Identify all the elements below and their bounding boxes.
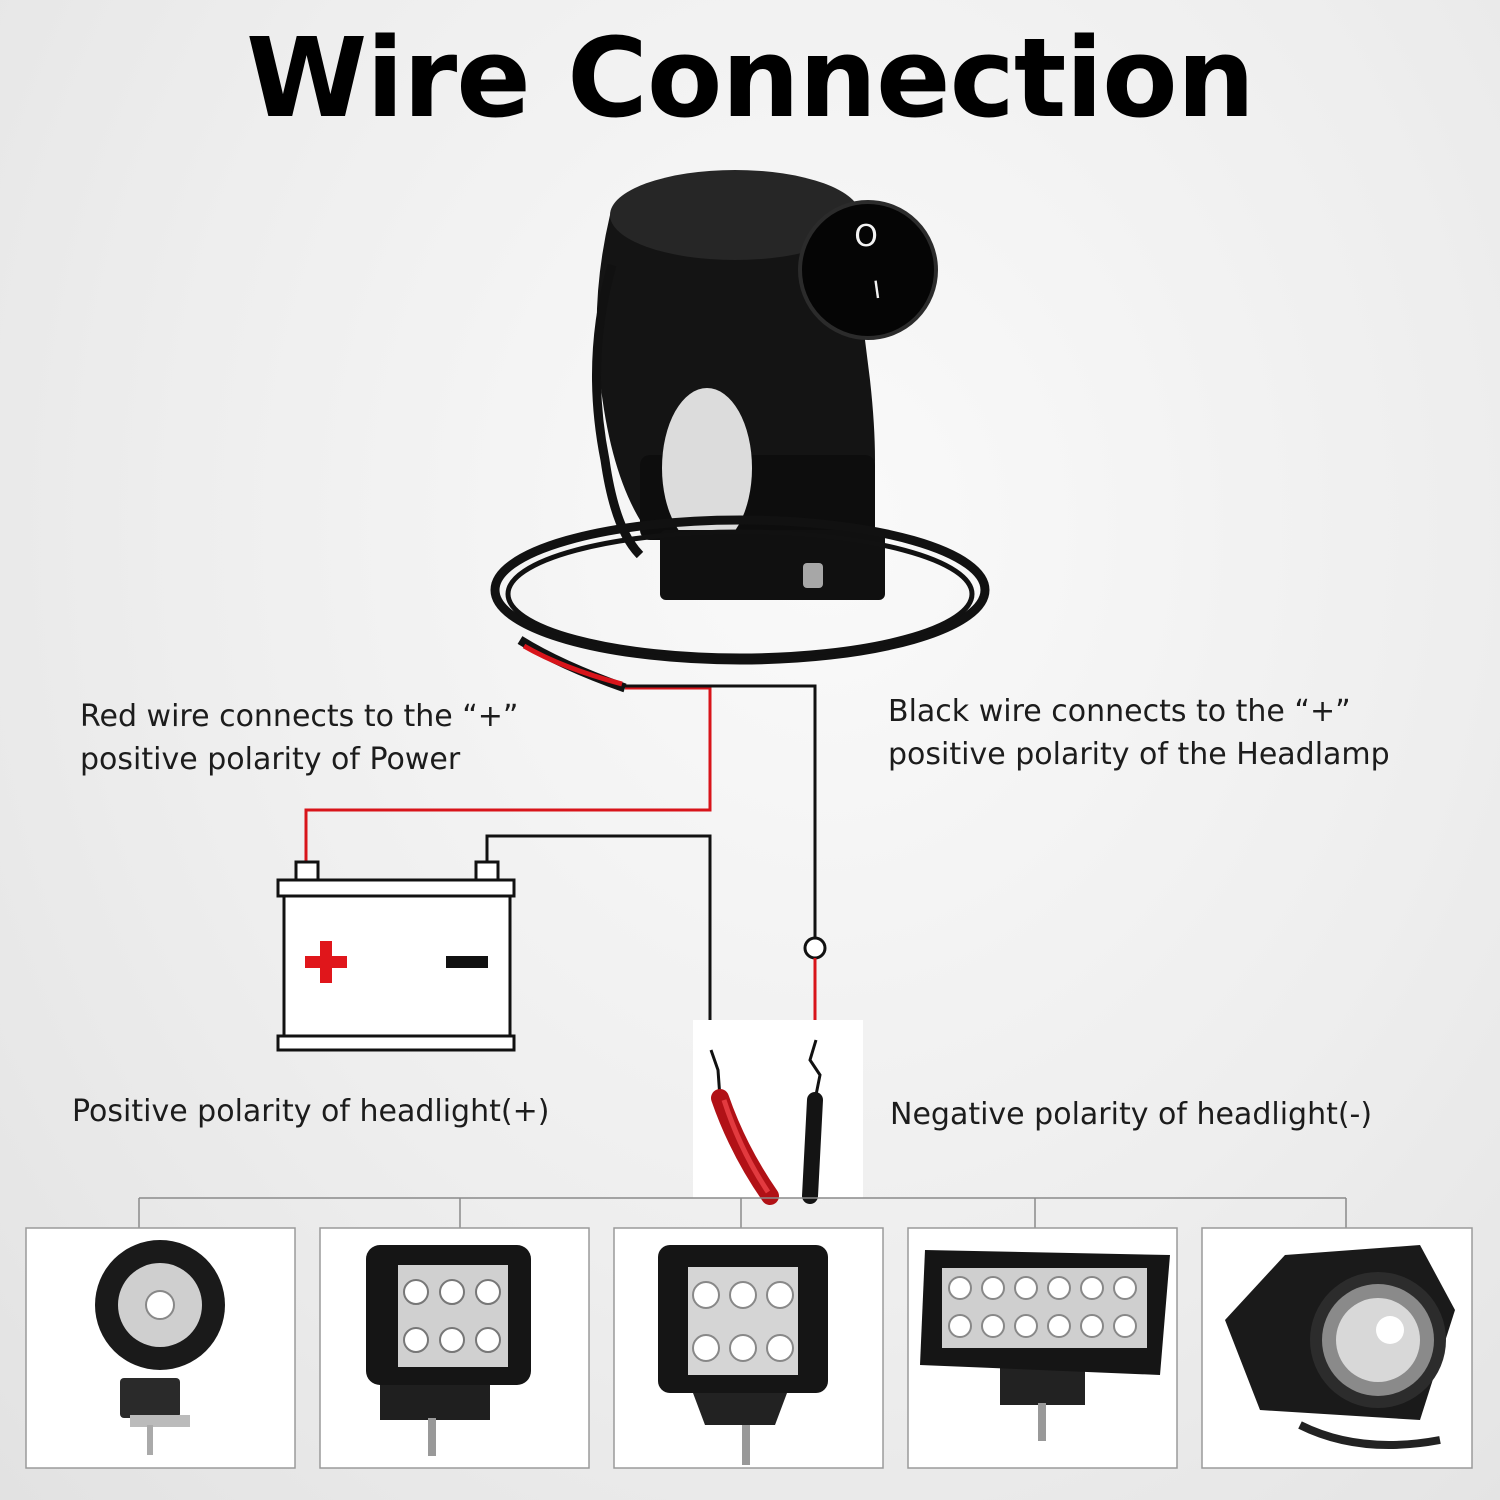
headlight-panel-1: [25, 1227, 296, 1469]
switch-on-mark: I: [871, 276, 882, 305]
negative-headlight-label: Negative polarity of headlight(-): [890, 1097, 1373, 1132]
headlight-panel-3: [613, 1227, 884, 1469]
square-flood-light-icon: [658, 1245, 828, 1465]
terminal-connector-icon: [803, 936, 827, 960]
black-wire-line: [625, 684, 817, 938]
red-wire-label-line1: Red wire connects to the “+”: [80, 699, 519, 734]
black-wire-label-line2: positive polarity of the Headlamp: [888, 737, 1390, 772]
red-wire-line: [304, 686, 712, 862]
red-wire-label-line2: positive polarity of Power: [80, 742, 461, 777]
black-wire-label: Black wire connects to the “+” positive …: [888, 690, 1390, 776]
page-title: Wire Connection: [245, 14, 1255, 142]
battery-minus-icon: [446, 956, 488, 968]
led-light-bar-12-icon: [920, 1250, 1170, 1441]
handlebar-switch-icon: O I: [596, 170, 938, 600]
cable-coil: [490, 263, 990, 665]
headlight-panel-4: [907, 1227, 1178, 1469]
switch-off-mark: O: [854, 219, 878, 254]
headlight-panel-2: [319, 1227, 590, 1469]
battery-icon: [276, 860, 516, 1052]
headlight-panel-5: [1201, 1227, 1473, 1469]
red-wire-label: Red wire connects to the “+” positive po…: [80, 695, 518, 781]
led-cube-light-6-icon: [366, 1245, 531, 1456]
wire-ends-photo: [693, 1020, 863, 1205]
positive-headlight-label: Positive polarity of headlight(+): [72, 1094, 550, 1129]
round-spot-light-icon: [95, 1240, 225, 1455]
red-wire-tip: [522, 643, 623, 687]
black-wire-label-line1: Black wire connects to the “+”: [888, 694, 1351, 729]
negative-wire-line: [485, 834, 712, 1050]
u5-projector-light-icon: [1225, 1245, 1455, 1449]
headlight-branch-lines: [138, 1197, 1347, 1228]
